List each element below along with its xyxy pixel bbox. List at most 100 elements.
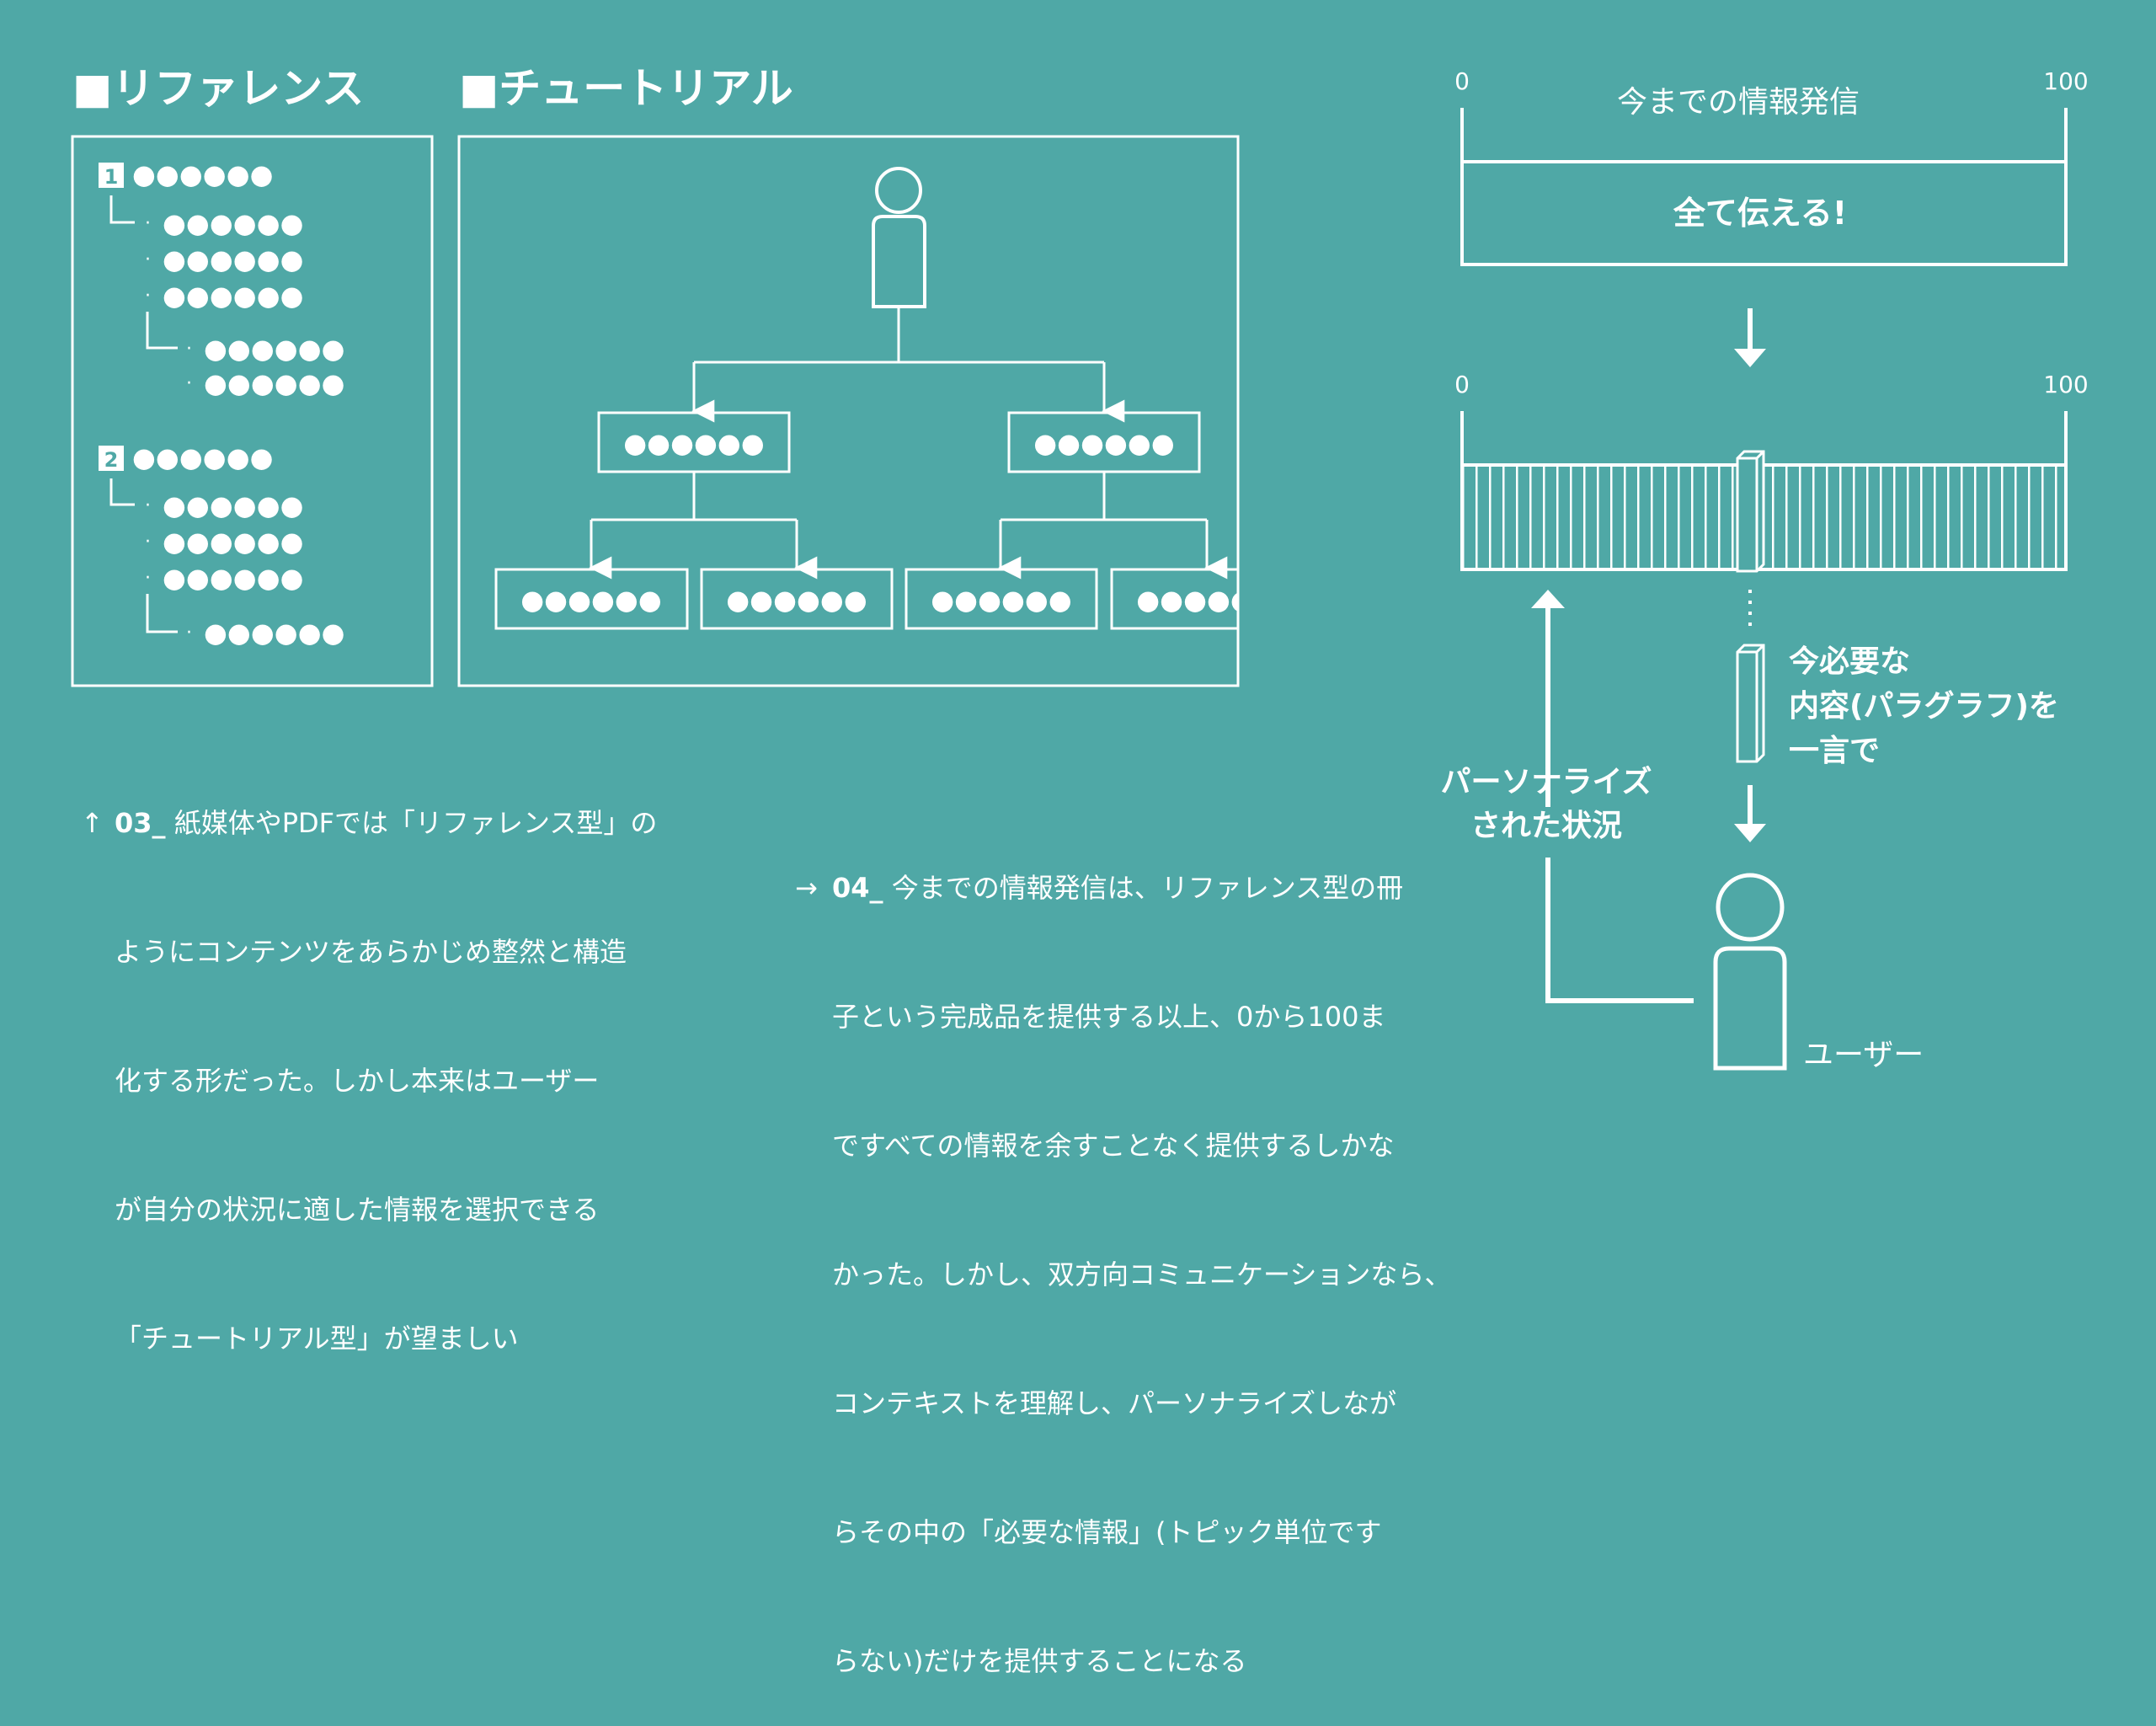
number-box-1 bbox=[99, 163, 124, 188]
caption-row: 「チュートリアル型」が望ましい bbox=[81, 1317, 657, 1360]
tree-dot: · bbox=[186, 339, 192, 360]
up-arrow-head bbox=[1531, 590, 1565, 608]
tree-line bbox=[146, 594, 178, 633]
placeholder-text: ●●●●●● bbox=[163, 243, 304, 275]
tree-dot: · bbox=[145, 286, 151, 307]
caption-line: かった。しかし、双方向コミュニケーションなら、 bbox=[832, 1258, 1452, 1290]
caption-line: 化する形だった。しかし本来はユーザー bbox=[115, 1065, 600, 1097]
tree-dot: · bbox=[145, 532, 151, 553]
caption-row: かった。しかし、双方向コミュニケーションなら、 bbox=[795, 1253, 1451, 1296]
caption-number: 03_ bbox=[115, 807, 166, 839]
tree-dot: · bbox=[186, 623, 192, 644]
person-icon bbox=[872, 167, 926, 308]
tree-line bbox=[109, 195, 135, 224]
tree-node: ●●●●●● bbox=[494, 568, 689, 630]
number-1: 1 bbox=[104, 165, 119, 189]
caption-04: → 04_ 今までの情報発信は、リファレンス型の冊 子という完成品を提供する以上、… bbox=[795, 781, 1451, 1726]
placeholder-text: ●●●●●● bbox=[163, 207, 304, 239]
placeholder-text: ●●●●●● bbox=[132, 441, 274, 473]
placeholder-text: ●●●●●● bbox=[163, 489, 304, 521]
caption-line: 子という完成品を提供する以上、0から100ま bbox=[832, 1001, 1386, 1033]
tree-line bbox=[109, 478, 135, 506]
tutorial-panel bbox=[457, 135, 1240, 687]
tree-dot: · bbox=[145, 249, 151, 270]
tree-dot: · bbox=[145, 568, 151, 589]
caption-line: ようにコンテンツをあらかじめ整然と構造 bbox=[115, 936, 627, 968]
caption-line: らない)だけを提供することになる bbox=[832, 1645, 1247, 1677]
caption-line: らその中の「必要な情報」(トピック単位です bbox=[832, 1516, 1382, 1548]
placeholder-text: ●●●●●● bbox=[1033, 427, 1175, 459]
reference-group-2: 2 ●●●●●● · ●●●●●● · ●●●●●● · ●●●●●● · ●●… bbox=[99, 441, 345, 649]
personalized-label-line-1: パーソナライズ bbox=[1441, 764, 1652, 799]
placeholder-text: ●●●●●● bbox=[163, 280, 304, 312]
caption-line: 紙媒体やPDFでは「リファレンス型」の bbox=[173, 807, 658, 839]
tree-node: ●●●●●● bbox=[700, 568, 894, 630]
scale-top-frame bbox=[1460, 108, 2068, 266]
needed-label-line-1: 今必要な bbox=[1789, 644, 1910, 679]
tree-dot: · bbox=[145, 495, 151, 516]
tree-node: ●●●●●● bbox=[1110, 568, 1278, 630]
scale-bottom-max: 100 bbox=[2043, 371, 2088, 398]
tutorial-title: ■チュートリアル bbox=[459, 64, 793, 113]
caption-row: 子という完成品を提供する以上、0から100ま bbox=[795, 996, 1451, 1039]
selected-slice bbox=[1736, 450, 1765, 573]
reference-group-1: 1 ●●●●●● · ●●●●●● · ●●●●●● · ●●●●●● · ●●… bbox=[99, 158, 345, 399]
tree-node: ●●●●●● bbox=[1007, 411, 1201, 473]
placeholder-text: ●●●●●● bbox=[931, 584, 1072, 616]
scale-bottom: 0 100 bbox=[1454, 371, 2089, 573]
tree-node: ●●●●●● bbox=[597, 411, 791, 473]
down-arrow-head bbox=[1734, 349, 1766, 367]
scale-bottom-min: 0 bbox=[1454, 371, 1470, 398]
tree-node: ●●●●●● bbox=[905, 568, 1098, 630]
user-label: ユーザー bbox=[1803, 1038, 1924, 1072]
caption-03: ↑ 03_ 紙媒体やPDFでは「リファレンス型」の ようにコンテンツをあらかじめ整… bbox=[81, 716, 657, 1403]
tree-dot: · bbox=[186, 373, 192, 394]
tree-dot: · bbox=[145, 213, 151, 234]
scale-top-title: 今までの情報発信 bbox=[1617, 85, 1860, 120]
placeholder-text: ●●●●●● bbox=[726, 584, 867, 616]
caption-line: コンテキストを理解し、パーソナライズしなが bbox=[832, 1387, 1397, 1419]
placeholder-text: ●●●●●● bbox=[623, 427, 765, 459]
placeholder-text: ●●●●●● bbox=[163, 526, 304, 558]
caption-row: ようにコンテンツをあらかじめ整然と構造 bbox=[81, 931, 657, 974]
caption-row: が自分の状況に適した情報を選択できる bbox=[81, 1189, 657, 1232]
scale-top: 0 100 今までの情報発信 全て伝える! bbox=[1454, 67, 2089, 266]
caption-line: 「チュートリアル型」が望ましい bbox=[115, 1323, 519, 1355]
caption-arrow: → bbox=[795, 872, 818, 904]
needed-label-line-2: 内容(パラグラフ)を bbox=[1789, 689, 2059, 724]
caption-line: ですべての情報を余すことなく提供するしかな bbox=[832, 1130, 1395, 1162]
placeholder-text: ●●●●●● bbox=[204, 367, 345, 399]
caption-line: が自分の状況に適した情報を選択できる bbox=[115, 1194, 600, 1226]
personalized-label-line-2: された状況 bbox=[1470, 809, 1622, 843]
placeholder-text: ●●●●●● bbox=[204, 333, 345, 365]
scale-top-max: 100 bbox=[2043, 67, 2088, 95]
placeholder-text: ●●●●●● bbox=[1136, 584, 1278, 616]
caption-row: らない)だけを提供することになる bbox=[795, 1640, 1451, 1683]
caption-number: 04_ bbox=[832, 872, 883, 904]
caption-arrow: ↑ bbox=[81, 807, 104, 839]
diagram: ■リファレンス 1 ●●●●●● · ●●●●●● · ●●●●●● · ●●●… bbox=[71, 64, 2089, 1072]
tree-line bbox=[146, 312, 178, 350]
caption-row: 化する形だった。しかし本来はユーザー bbox=[81, 1060, 657, 1103]
user-icon bbox=[1713, 873, 1787, 1071]
number-2: 2 bbox=[104, 448, 119, 472]
caption-row: らその中の「必要な情報」(トピック単位です bbox=[795, 1511, 1451, 1554]
placeholder-text: ●●●●●● bbox=[163, 562, 304, 594]
feedback-line bbox=[1545, 858, 1694, 1003]
placeholder-text: ●●●●●● bbox=[132, 158, 274, 190]
caption-row: コンテキストを理解し、パーソナライズしなが bbox=[795, 1382, 1451, 1425]
scale-top-bar-label: 全て伝える! bbox=[1673, 195, 1847, 232]
placeholder-text: ●●●●●● bbox=[520, 584, 662, 616]
caption-row: → 04_ 今までの情報発信は、リファレンス型の冊 bbox=[795, 867, 1451, 910]
caption-row: ↑ 03_ 紙媒体やPDFでは「リファレンス型」の bbox=[81, 802, 657, 845]
extracted-slice bbox=[1736, 644, 1765, 763]
reference-panel bbox=[71, 135, 434, 687]
scale-top-min: 0 bbox=[1454, 67, 1470, 95]
caption-row: ですべての情報を余すことなく提供するしかな bbox=[795, 1125, 1451, 1168]
needed-label-line-3: 一言で bbox=[1789, 734, 1880, 768]
tutorial-tree: ●●●●●● ●●●●●● ●●●●●● ●●●●●● ●●●●●● ●●●●●… bbox=[494, 167, 1278, 630]
number-box-2 bbox=[99, 446, 124, 471]
reference-title: ■リファレンス bbox=[72, 64, 364, 113]
down-arrow-2-head bbox=[1734, 824, 1766, 842]
caption-line: 今までの情報発信は、リファレンス型の冊 bbox=[891, 872, 1404, 904]
